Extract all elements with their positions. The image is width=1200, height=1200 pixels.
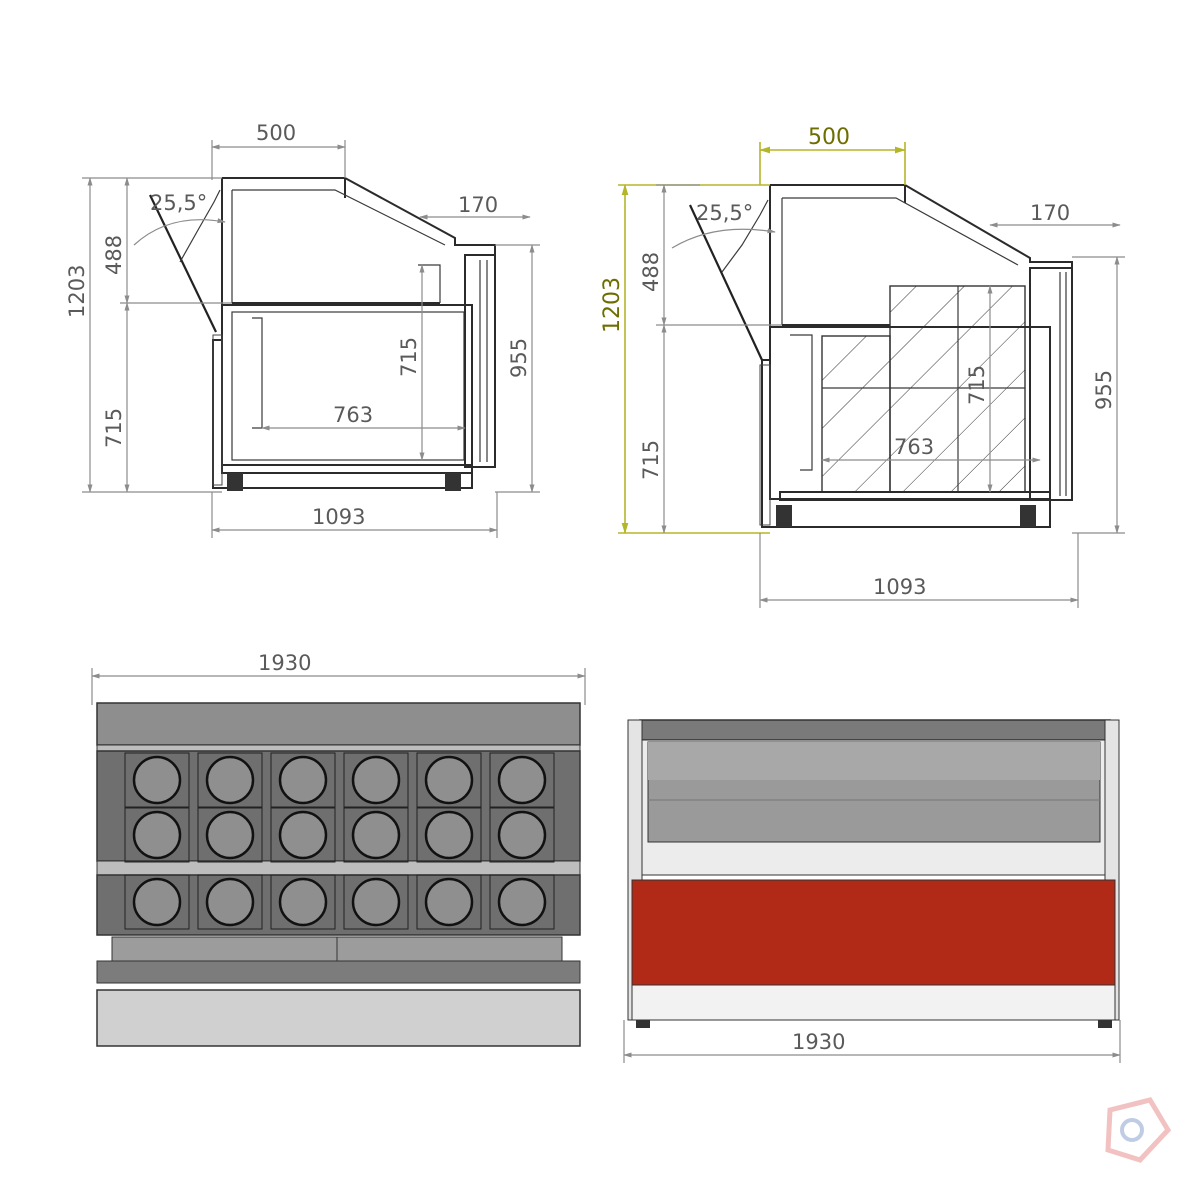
left-angle-label: 25,5° (150, 191, 207, 215)
left-total-height-label: 1203 (65, 265, 89, 318)
brand-logo-icon (1105, 1097, 1172, 1163)
right-depth-label: 1093 (873, 575, 926, 599)
pan (424, 810, 474, 860)
pan (424, 877, 474, 927)
pan-cell (197, 752, 263, 808)
pan (497, 755, 547, 805)
pan-cell (270, 752, 336, 808)
pan-grid (124, 752, 555, 930)
right-angle-label: 25,5° (696, 201, 753, 225)
pan (278, 877, 328, 927)
side-view-right: 500 25,5° 170 1203 488 715 715 955 763 1… (600, 125, 1125, 608)
left-lower-height-label: 715 (102, 408, 126, 448)
left-width-label: 500 (256, 121, 296, 145)
front-length-label: 1930 (792, 1030, 845, 1054)
pan-cell (124, 752, 190, 808)
pan (132, 810, 182, 860)
left-overhang-label: 170 (458, 193, 498, 217)
pan (351, 810, 401, 860)
pan-cell (489, 807, 555, 863)
pan-cell (270, 807, 336, 863)
right-lower-height-label: 715 (639, 440, 663, 480)
right-upper-height-label: 488 (639, 252, 663, 292)
pan (132, 755, 182, 805)
pan (205, 877, 255, 927)
pan (497, 877, 547, 927)
rear-view: 1930 (91, 651, 586, 1047)
pan (424, 755, 474, 805)
pan (351, 755, 401, 805)
right-counter-height-label: 955 (1092, 370, 1116, 410)
pan-cell (197, 874, 263, 930)
pan (205, 810, 255, 860)
pan-cell (343, 874, 409, 930)
pan-cell (489, 752, 555, 808)
side-view-left: 500 25,5° 170 1203 488 715 715 955 763 1… (65, 121, 540, 538)
left-counter-height-label: 955 (507, 338, 531, 378)
right-inner-depth-label: 763 (894, 435, 934, 459)
pan-cell (416, 807, 482, 863)
front-color-panel (631, 879, 1116, 986)
pan (497, 810, 547, 860)
front-view: 1930 (623, 719, 1121, 1063)
pan-cell (197, 807, 263, 863)
pan-cell (124, 874, 190, 930)
left-inner-height-label: 715 (397, 337, 421, 377)
pan (205, 755, 255, 805)
pan-cell (343, 807, 409, 863)
right-width-label: 500 (808, 125, 850, 150)
right-overhang-label: 170 (1030, 201, 1070, 225)
left-inner-depth-label: 763 (333, 403, 373, 427)
right-inner-height-label: 715 (965, 365, 989, 405)
pan (132, 877, 182, 927)
pan-cell (270, 874, 336, 930)
pan-cell (489, 874, 555, 930)
pan-cell (416, 874, 482, 930)
left-depth-label: 1093 (312, 505, 365, 529)
pan-cell (416, 752, 482, 808)
pan (278, 755, 328, 805)
left-upper-height-label: 488 (102, 235, 126, 275)
rear-length-label: 1930 (258, 651, 311, 675)
pan (351, 877, 401, 927)
pan-cell (343, 752, 409, 808)
pan-cell (124, 807, 190, 863)
right-total-height-label: 1203 (600, 277, 625, 333)
pan (278, 810, 328, 860)
